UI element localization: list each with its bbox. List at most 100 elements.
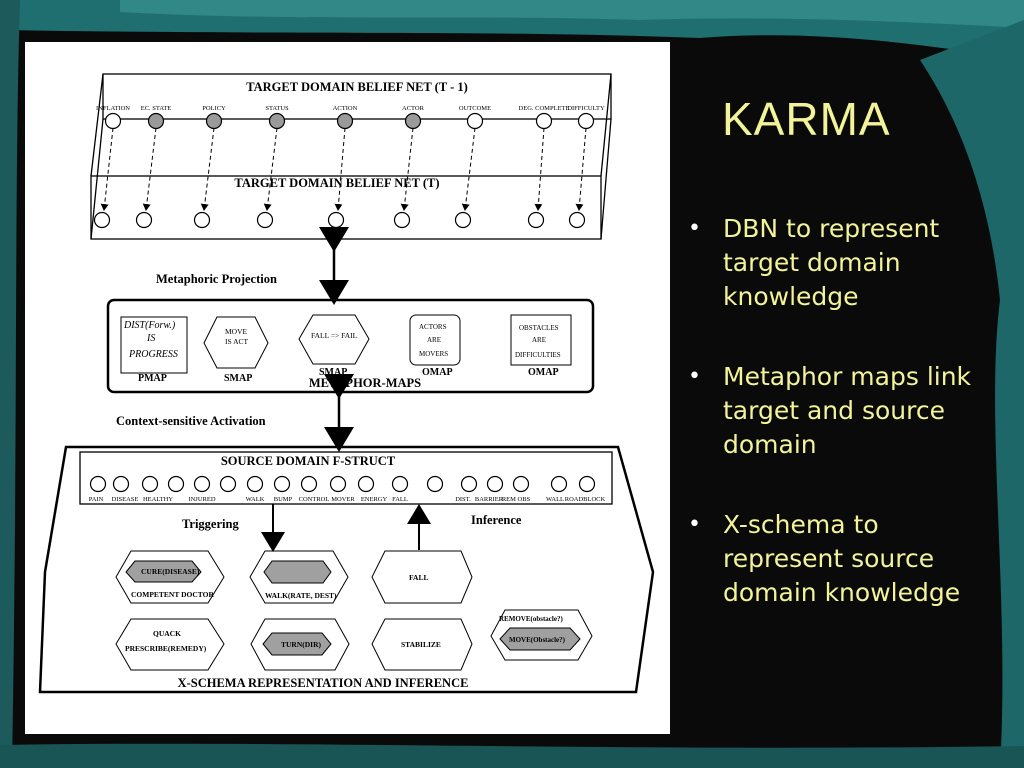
net-node-t-minus-1	[268, 112, 286, 130]
node-label: OUTCOME	[459, 105, 491, 112]
omap-obstacles-line-2: ARE	[532, 336, 546, 344]
cure-label: CURE(DISEASE)	[141, 567, 200, 576]
omap-actors-line-1: ACTORS	[419, 323, 447, 331]
fstruct-box	[79, 451, 613, 505]
smap-fall-label: SMAP	[319, 367, 347, 378]
fstruct-label: CONTROL	[299, 496, 330, 503]
temporal-link	[461, 127, 476, 211]
omap-actors-label: OMAP	[422, 367, 453, 378]
temporal-link	[575, 127, 587, 211]
inference-label: Inference	[471, 513, 522, 527]
net-node-t	[393, 211, 411, 229]
fall-label: FALL	[409, 573, 428, 582]
fstruct-label: WALK	[246, 496, 265, 503]
net-node-t-minus-1	[404, 112, 422, 130]
bullet-dot-icon: •	[688, 512, 701, 537]
bullet-dot-icon: •	[688, 216, 701, 241]
node-label: STATUS	[265, 105, 289, 112]
temporal-link	[534, 127, 545, 211]
temporal-link	[400, 127, 414, 211]
turn-inner-node	[262, 632, 332, 656]
omap-actors-line-3: MOVERS	[419, 350, 448, 358]
fstruct-label: DIST.	[455, 496, 471, 503]
smap-move-label: SMAP	[224, 373, 252, 384]
pmap-line-3: PROGRESS	[128, 349, 178, 360]
fstruct-label: DISEASE	[112, 496, 139, 503]
net-node-t	[454, 211, 472, 229]
node-label: DIFFICULTY	[567, 105, 605, 112]
fstruct-label: REM OBS	[502, 496, 531, 503]
quack-schema-hexagon	[115, 618, 225, 671]
smap-move-hexagon	[203, 316, 269, 369]
prescribe-label: PRESCRIBE(REMEDY)	[125, 644, 207, 653]
triggering-label: Triggering	[182, 517, 239, 531]
bullet-dot-icon: •	[688, 364, 701, 389]
fstruct-label: ROADBLOCK	[565, 496, 606, 503]
teal-brush-top-light	[120, 0, 1024, 28]
fstruct-node	[426, 475, 444, 493]
node-label: ACTOR	[402, 105, 425, 112]
node-label: INFLATION	[96, 105, 130, 112]
metaphor-maps-title: METAPHOR-MAPS	[309, 376, 421, 390]
node-label: POLICY	[202, 105, 226, 112]
walk-inner-node	[263, 560, 332, 584]
node-label: DEG. COMPLETE	[519, 105, 570, 112]
net-node-t	[135, 211, 153, 229]
fstruct-label: FALL	[392, 496, 408, 503]
fall-schema-hexagon	[371, 550, 473, 604]
context-activation-label: Context-sensitive Activation	[116, 414, 266, 428]
net-node-t-minus-1	[535, 112, 553, 130]
omap-obstacles-box	[510, 314, 572, 366]
xschema-outline	[38, 445, 655, 694]
smap-fall-hexagon	[298, 314, 370, 365]
fstruct-node	[391, 475, 409, 493]
cure-schema-hexagon	[115, 550, 225, 604]
temporal-link	[334, 127, 346, 211]
node-label: ACTION	[333, 105, 358, 112]
stabilize-label: STABILIZE	[401, 640, 441, 649]
walk-schema-hexagon	[249, 550, 349, 604]
quack-label: QUACK	[153, 629, 181, 638]
stabilize-schema-hexagon	[371, 618, 473, 671]
fstruct-node	[219, 475, 237, 493]
fstruct-node	[193, 475, 211, 493]
net-node-t-minus-1	[336, 112, 354, 130]
fstruct-node	[246, 475, 264, 493]
teal-brush-left	[0, 0, 20, 768]
net-node-t	[256, 211, 274, 229]
remove-label: REMOVE(obstacle?)	[499, 615, 563, 623]
fstruct-node	[329, 475, 347, 493]
fstruct-node	[578, 475, 596, 493]
bullet-item: •DBN to represent target domain knowledg…	[686, 212, 1006, 314]
turn-schema-hexagon	[250, 618, 350, 671]
fstruct-title: SOURCE DOMAIN F-STRUCT	[221, 454, 396, 468]
net-node-t-minus-1	[104, 112, 122, 130]
net-node-t	[527, 211, 545, 229]
fstruct-node	[89, 475, 107, 493]
omap-actors-box	[409, 314, 461, 366]
net-node-t-minus-1	[466, 112, 484, 130]
metaphoric-projection-label: Metaphoric Projection	[156, 272, 277, 286]
temporal-link	[263, 127, 278, 211]
cure-inner-node	[125, 560, 202, 583]
fstruct-node	[300, 475, 318, 493]
fstruct-node	[486, 475, 504, 493]
fstruct-label: ENERGY	[361, 496, 388, 503]
walk-label: WALK(RATE, DEST)	[265, 591, 337, 600]
net-node-t	[568, 211, 586, 229]
turn-label: TURN(DIR)	[281, 640, 322, 649]
net-node-t	[93, 211, 111, 229]
omap-obstacles-label: OMAP	[528, 367, 559, 378]
temporal-link	[100, 127, 114, 211]
omap-obstacles-line-3: DIFFICULTIES	[515, 351, 561, 359]
fstruct-label: MOVER	[331, 496, 355, 503]
temporal-link	[200, 127, 215, 211]
top-net-title: TARGET DOMAIN BELIEF NET (T - 1)	[246, 80, 468, 94]
fstruct-node	[357, 475, 375, 493]
bullet-text: X-schema to represent source domain know…	[723, 510, 961, 607]
bullet-item: • X-schema to represent source domain kno…	[686, 508, 1006, 610]
karma-diagram: TARGET DOMAIN BELIEF NET (T - 1) TARGET …	[38, 73, 655, 694]
smap-fall-text: FALL => FAIL	[311, 331, 358, 340]
xschema-title: X-SCHEMA REPRESENTATION AND INFERENCE	[178, 676, 469, 690]
